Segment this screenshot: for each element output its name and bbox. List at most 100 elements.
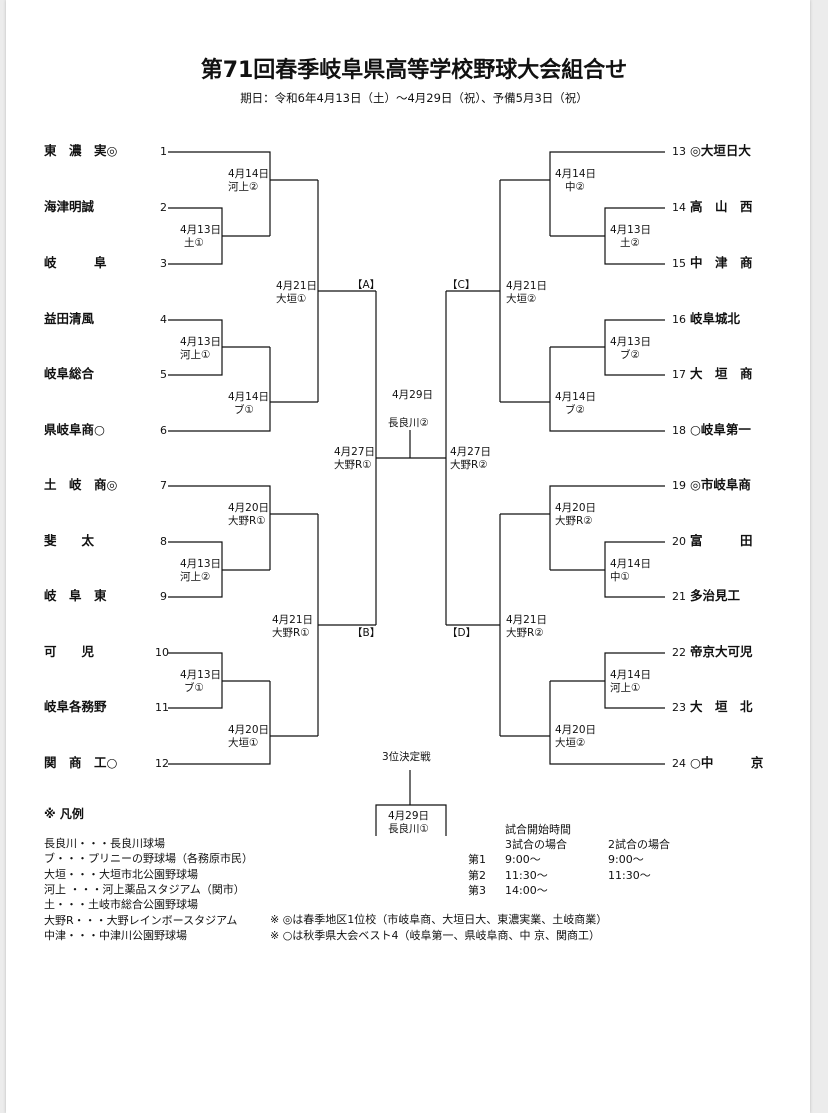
times-row-label: 第3	[468, 884, 486, 897]
legend-venue-item: 大野R・・・大野レインボースタジアム	[44, 913, 238, 927]
team-name: ◎大垣日大	[690, 143, 751, 158]
times-3-games: 9:00〜	[505, 853, 541, 866]
team-name: ○中 京	[690, 755, 764, 770]
seed-number: 6	[160, 424, 167, 437]
seed-number: 1	[160, 145, 167, 158]
legend-note: ※ ○は秋季県大会ベスト4（岐阜第一、県岐阜商、中 京、関商工）	[270, 929, 601, 942]
legend-heading: ※ 凡例	[44, 807, 84, 821]
game-label: 4月14日ブ②	[555, 391, 597, 417]
team-name: 岐 阜 東	[44, 588, 107, 603]
seed-number: 2	[160, 201, 167, 214]
times-row-label: 第2	[468, 868, 486, 882]
team-name: 富 田	[690, 533, 753, 548]
seed-number: 10	[155, 646, 169, 659]
game-label: 4月27日大野R②	[450, 446, 492, 472]
block-label-d: 【D】	[447, 627, 477, 639]
team-name: 岐阜各務野	[44, 699, 107, 714]
seed-number: 23	[672, 701, 686, 714]
game-label: 4月21日大野R①	[272, 614, 314, 640]
seed-number: 22	[672, 646, 686, 659]
document-sheet	[6, 0, 810, 1113]
game-label: 4月27日大野R①	[334, 446, 376, 472]
game-label: 4月20日大垣①	[228, 724, 270, 750]
times-3-games: 14:00〜	[505, 884, 548, 897]
game-label: 4月13日土②	[610, 224, 652, 250]
team-name: ○岐阜第一	[690, 422, 751, 437]
seed-number: 4	[160, 313, 167, 326]
legend-venue-item: 長良川・・・長良川球場	[44, 837, 165, 850]
seed-number: 15	[672, 257, 686, 270]
seed-number: 21	[672, 590, 686, 603]
seed-number: 12	[155, 757, 169, 770]
team-name: 高 山 西	[690, 199, 753, 214]
team-name: ◎市岐阜商	[690, 477, 751, 492]
team-name: 帝京大可児	[690, 644, 753, 659]
bracket-line	[168, 347, 271, 432]
times-2-games: 9:00〜	[608, 853, 644, 866]
team-name: 斐 太	[44, 533, 95, 548]
game-label: 4月13日河上①	[180, 336, 222, 362]
team-name: 海津明誠	[44, 199, 95, 214]
game-label: 4月14日河上②	[228, 168, 270, 194]
seed-number: 8	[160, 535, 167, 548]
seed-number: 13	[672, 145, 686, 158]
team-name: 関 商 工○	[44, 755, 118, 770]
game-label: 4月20日大垣②	[555, 724, 597, 750]
team-name: 中 津 商	[690, 255, 753, 270]
legend-venue-item: 土・・・土岐市総合公園野球場	[44, 898, 198, 912]
seed-number: 19	[672, 479, 686, 492]
times-3-games: 11:30〜	[505, 868, 548, 882]
game-label: 4月14日河上①	[610, 669, 652, 695]
seed-number: 9	[160, 590, 167, 603]
team-name: 可 児	[44, 644, 95, 659]
game-label: 4月20日大野R①	[228, 502, 270, 528]
seed-number: 5	[160, 368, 167, 381]
seed-number: 3	[160, 257, 167, 270]
game-label: 4月20日大野R②	[555, 502, 597, 528]
team-name: 大 垣 北	[690, 699, 753, 714]
game-label: 4月14日中②	[555, 168, 597, 194]
third-place-game: 4月29日長良川①	[388, 810, 430, 836]
bracket-line	[168, 681, 271, 765]
third-place-title: 3位決定戦	[382, 751, 431, 763]
final-date: 4月29日	[392, 389, 434, 401]
bracket-line	[549, 485, 665, 570]
legend-venue-item: ブ・・・プリニーの野球場（各務原市民）	[44, 852, 253, 866]
tournament-period: 期日：令和6年4月13日（土）〜4月29日（祝）、予備5月3日（祝）	[240, 91, 588, 105]
game-label: 4月21日大野R②	[506, 614, 548, 640]
game-label: 4月21日大垣①	[276, 280, 318, 306]
legend-venue-item: 大垣・・・大垣市北公園野球場	[44, 867, 198, 881]
game-label: 4月14日ブ①	[228, 391, 270, 417]
team-name: 土 岐 商◎	[44, 477, 118, 492]
bracket-line	[549, 681, 665, 765]
times-col3-header: 3試合の場合	[505, 838, 567, 851]
block-label-b: 【B】	[352, 627, 381, 639]
team-name: 県岐阜商○	[44, 422, 105, 437]
seed-number: 11	[155, 701, 169, 714]
game-label: 4月13日河上②	[180, 558, 222, 584]
legend-venue-item: 中津・・・中津川公園野球場	[44, 928, 187, 942]
block-label-a: 【A】	[352, 279, 381, 291]
game-label: 4月21日大垣②	[506, 280, 548, 306]
bracket-line	[168, 151, 271, 236]
seed-number: 20	[672, 535, 686, 548]
page-title: 第71回春季岐阜県高等学校野球大会組合せ	[200, 58, 628, 83]
game-label: 4月14日中①	[610, 558, 652, 584]
seed-number: 14	[672, 201, 686, 214]
bracket-line	[549, 347, 665, 432]
team-name: 岐 阜	[44, 255, 107, 270]
seed-number: 17	[672, 368, 686, 381]
bracket-line	[549, 151, 665, 236]
times-row-label: 第1	[468, 853, 486, 866]
seed-number: 16	[672, 313, 686, 326]
team-name: 益田清風	[44, 311, 95, 326]
final-venue: 長良川②	[388, 417, 429, 429]
team-name: 岐阜総合	[44, 366, 95, 381]
team-name: 多治見工	[690, 588, 741, 603]
game-label: 4月13日ブ①	[180, 669, 222, 695]
seed-number: 24	[672, 757, 686, 770]
times-heading: 試合開始時間	[505, 823, 571, 836]
game-label: 4月13日ブ②	[610, 336, 652, 362]
legend-venue-item: 河上 ・・・河上薬品スタジアム（関市）	[44, 882, 245, 896]
